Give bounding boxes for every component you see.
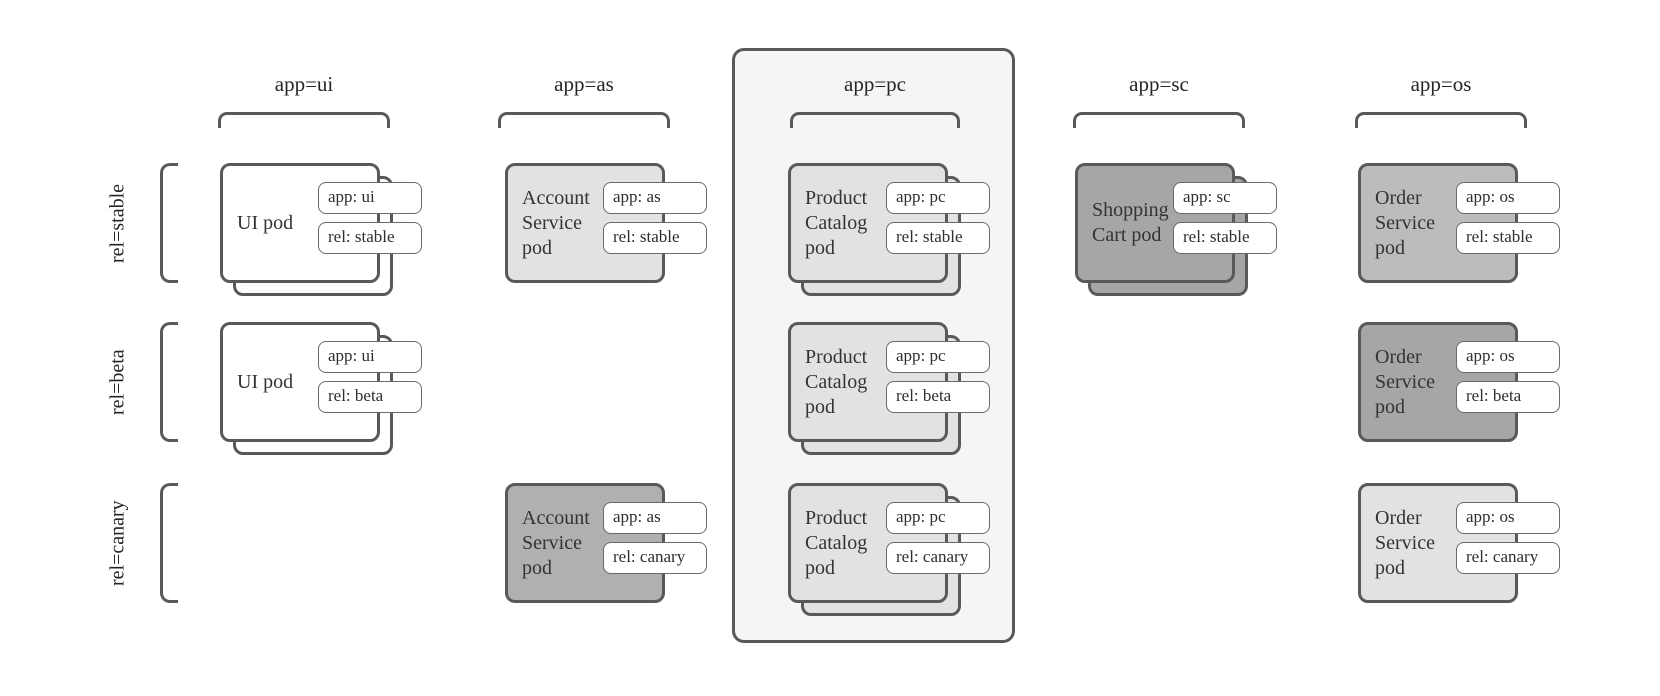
row-label-rel-beta: rel=beta (106, 349, 129, 415)
row-bracket-beta (160, 322, 178, 442)
row-bracket-canary (160, 483, 178, 603)
pod-name: Account Service pod (522, 506, 590, 579)
pod-label-app: app: as (603, 502, 707, 534)
pod-label-rel: rel: stable (886, 222, 990, 254)
column-bracket-os (1355, 112, 1527, 128)
pod-label-app: app: os (1456, 502, 1560, 534)
pod-label-app: app: pc (886, 182, 990, 214)
pod-label-app: app: pc (886, 341, 990, 373)
pod-label-rel: rel: stable (603, 222, 707, 254)
pod-name: Order Service pod (1375, 345, 1435, 418)
pod-name: Product Catalog pod (805, 506, 868, 579)
pod-label-app: app: sc (1173, 182, 1277, 214)
pod-order-service-canary: Order Service pod app: os rel: canary (1358, 483, 1560, 603)
pod-label-app: app: ui (318, 182, 422, 214)
column-header-app-pc: app=pc (844, 72, 906, 96)
column-bracket-ui (218, 112, 390, 128)
pod-product-catalog-canary: Product Catalog pod app: pc rel: canary (788, 483, 990, 616)
column-header-app-ui: app=ui (274, 72, 334, 96)
pod-label-rel: rel: beta (318, 381, 422, 413)
pod-label-rel: rel: stable (318, 222, 422, 254)
pod-name: UI pod (237, 370, 294, 393)
column-header-app-sc: app=sc (1129, 72, 1189, 96)
pod-label-rel: rel: stable (1456, 222, 1560, 254)
pod-name: UI pod (237, 211, 294, 234)
column-bracket-pc (790, 112, 960, 128)
pod-name: Order Service pod (1375, 506, 1435, 579)
column-header-app-as: app=as (554, 72, 614, 96)
pod-label-rel: rel: canary (886, 542, 990, 574)
column-bracket-sc (1073, 112, 1245, 128)
pod-label-rel: rel: canary (1456, 542, 1560, 574)
pod-label-app: app: pc (886, 502, 990, 534)
pod-shopping-cart-stable: Shopping Cart pod app: sc rel: stable (1075, 163, 1277, 296)
pod-ui-beta: UI pod app: ui rel: beta (220, 322, 422, 455)
pod-label-rel: rel: canary (603, 542, 707, 574)
row-label-rel-stable: rel=stable (106, 183, 129, 263)
pod-label-app: app: os (1456, 341, 1560, 373)
pod-name: Product Catalog pod (805, 345, 868, 418)
pod-order-service-stable: Order Service pod app: os rel: stable (1358, 163, 1560, 283)
pod-label-app: app: os (1456, 182, 1560, 214)
pod-label-app: app: as (603, 182, 707, 214)
pod-account-service-canary: Account Service pod app: as rel: canary (505, 483, 707, 603)
pod-label-rel: rel: stable (1173, 222, 1277, 254)
pod-label-rel: rel: beta (1456, 381, 1560, 413)
pod-name: Shopping Cart pod (1092, 199, 1169, 246)
pod-name: Product Catalog pod (805, 186, 868, 259)
column-bracket-as (498, 112, 670, 128)
pod-name: Order Service pod (1375, 186, 1435, 259)
pod-ui-stable: UI pod app: ui rel: stable (220, 163, 422, 296)
row-label-rel-canary: rel=canary (106, 500, 129, 586)
pod-product-catalog-beta: Product Catalog pod app: pc rel: beta (788, 322, 990, 455)
pod-product-catalog-stable: Product Catalog pod app: pc rel: stable (788, 163, 990, 296)
pod-label-rel: rel: beta (886, 381, 990, 413)
pod-name: Account Service pod (522, 186, 590, 259)
pod-account-service-stable: Account Service pod app: as rel: stable (505, 163, 707, 283)
pod-order-service-beta: Order Service pod app: os rel: beta (1358, 322, 1560, 442)
column-header-app-os: app=os (1410, 72, 1472, 96)
row-bracket-stable (160, 163, 178, 283)
pod-label-app: app: ui (318, 341, 422, 373)
